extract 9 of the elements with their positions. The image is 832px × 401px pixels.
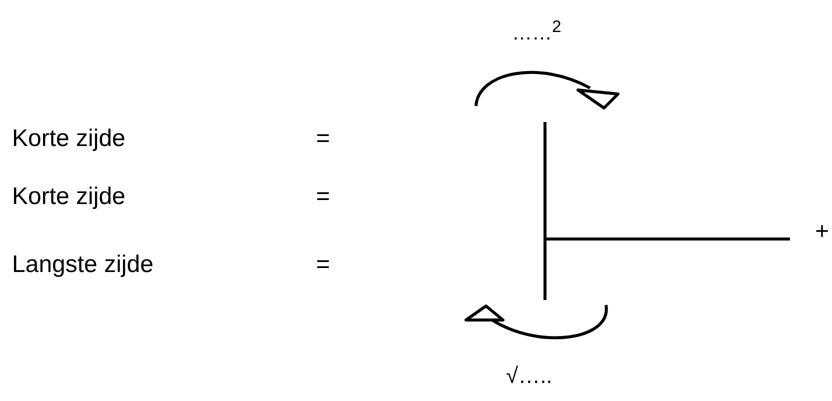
fill-in-line: √….. (506, 364, 552, 388)
row-label: Korte zijde (12, 126, 126, 152)
row-label: Korte zijde (12, 184, 126, 210)
row-label: Langste zijde (12, 252, 154, 278)
fill-in-line: ……$^{2}$ (512, 18, 562, 45)
plus-sign: + (815, 219, 830, 246)
equals-sign: = (316, 126, 330, 152)
equals-sign: = (316, 184, 330, 210)
equals-sign: = (316, 252, 330, 278)
